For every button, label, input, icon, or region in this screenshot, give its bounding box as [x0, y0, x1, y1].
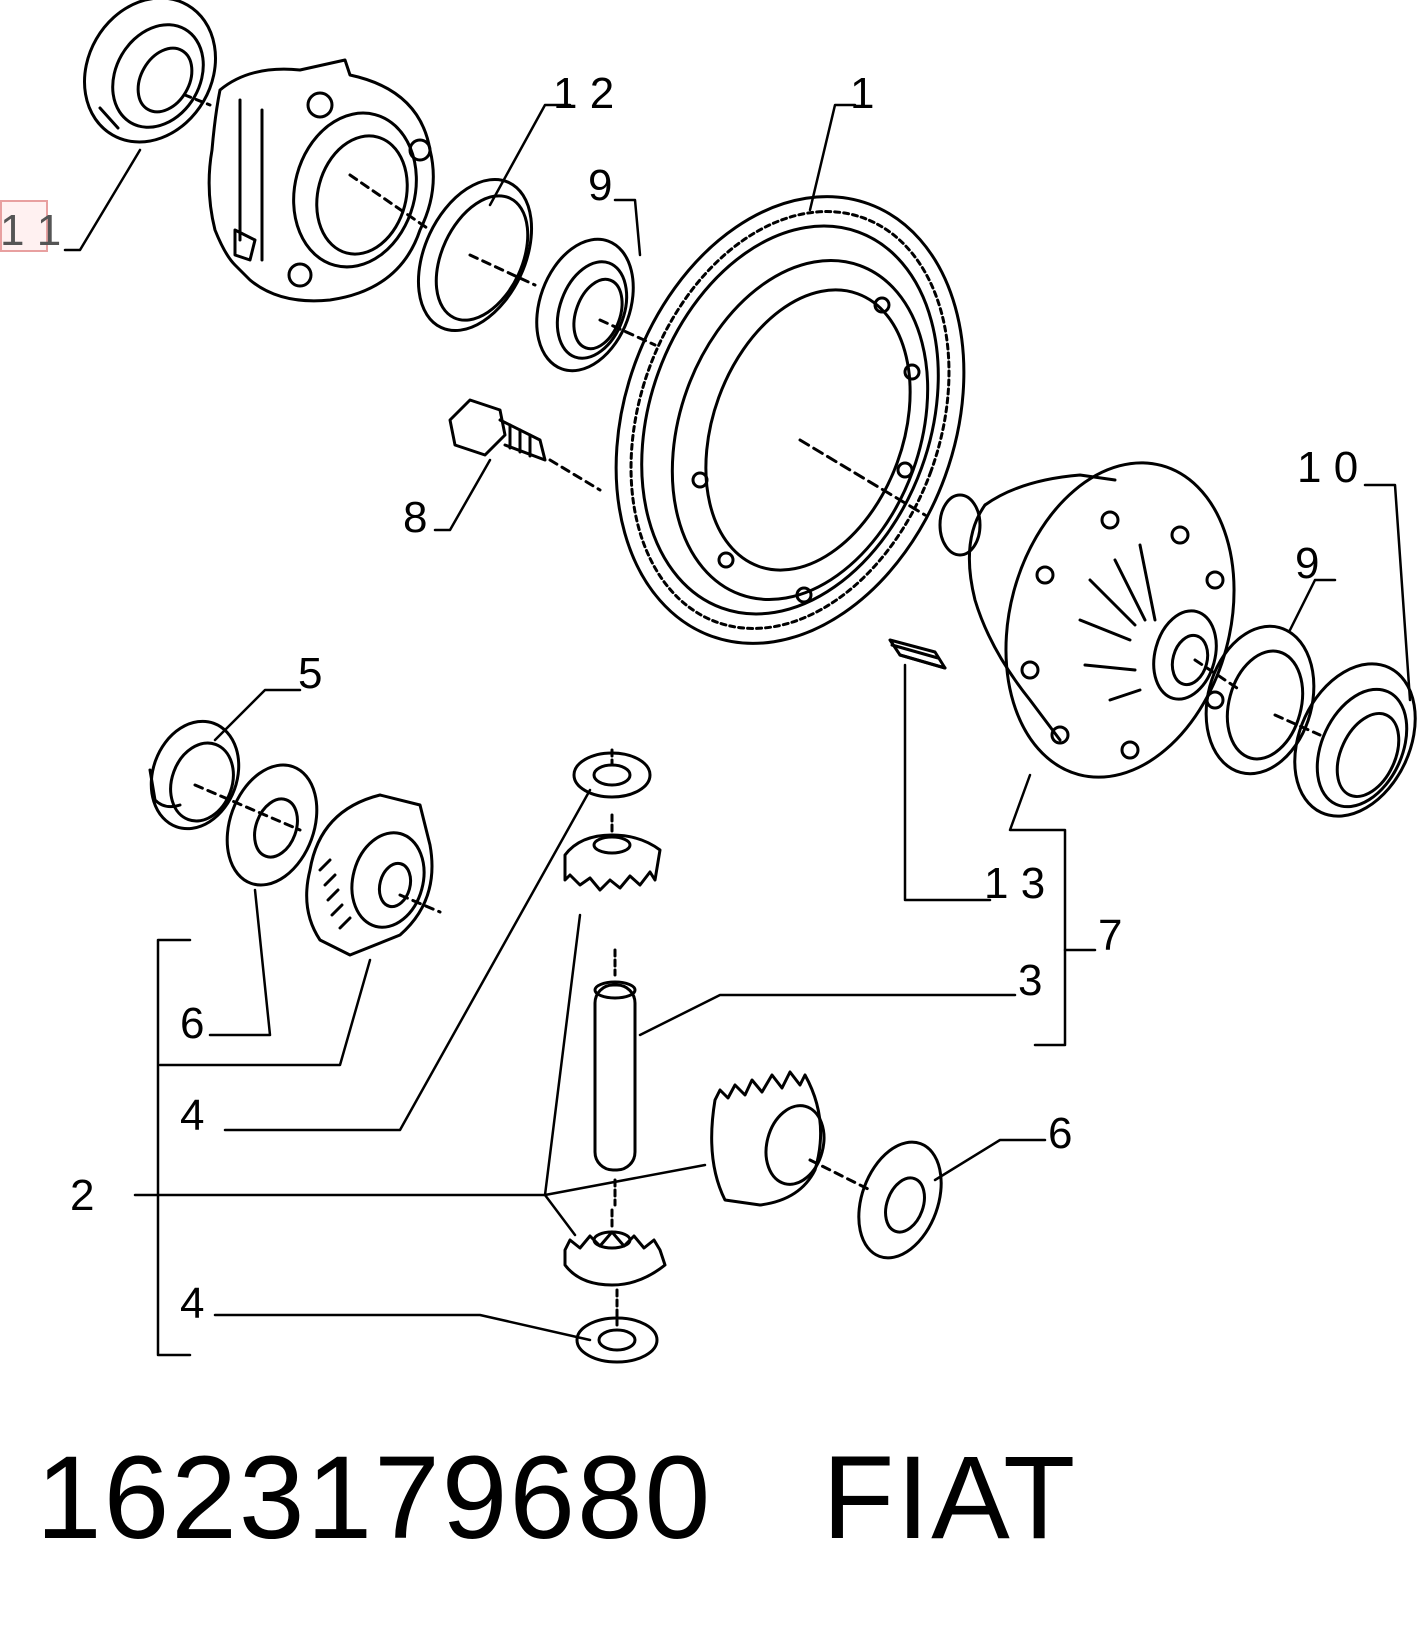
- part-6-washer-left: [193, 763, 319, 887]
- leader-lines: [63, 103, 1412, 1357]
- part-6-washer-right: [857, 1140, 943, 1260]
- callout-7: 7: [1098, 911, 1122, 960]
- part-3-cross-shaft: [593, 948, 637, 1207]
- part-number: 1623179680: [36, 1432, 713, 1564]
- brand-name: FIAT: [822, 1432, 1078, 1564]
- callout-6-left: 6: [180, 999, 204, 1048]
- callout-11: 1 1: [0, 206, 61, 255]
- callout-9-lower: 9: [1295, 539, 1319, 588]
- callout-labels: 1 1 2 9 1 1 8 1 0 9 5 1 3 7 3 6 4 6 2 4: [0, 69, 1358, 1328]
- callout-9-upper: 9: [588, 161, 612, 210]
- part-planet-gear-lower: [563, 1208, 667, 1287]
- highlight-box: [0, 200, 48, 252]
- callout-4-upper: 4: [180, 1091, 204, 1140]
- part-12-seal: [416, 177, 537, 333]
- footer-caption: 1623179680 FIAT: [36, 1430, 1077, 1566]
- callout-2: 2: [70, 1171, 94, 1220]
- callout-3: 3: [1018, 956, 1042, 1005]
- callout-12: 1 2: [553, 69, 614, 118]
- callout-5: 5: [298, 649, 322, 698]
- part-10-roller-bearing: [1293, 662, 1417, 818]
- callout-13: 1 3: [984, 859, 1045, 908]
- part-planet-washer-lower: [575, 1288, 659, 1364]
- part-8-bolt: [448, 398, 602, 492]
- part-9-bearing-upper: [535, 237, 657, 373]
- part-planet-gear-upper: [563, 813, 662, 892]
- callout-1: 1: [850, 69, 874, 118]
- part-13-pin: [888, 638, 947, 670]
- part-11-bearing: [83, 0, 217, 144]
- callout-6-right: 6: [1048, 1109, 1072, 1158]
- part-4-side-gear-upper: [305, 793, 442, 957]
- part-planet-washer-upper: [572, 748, 652, 799]
- part-9-bearing-lower: [1193, 624, 1322, 776]
- part-4-side-gear-lower: [710, 1070, 872, 1207]
- part-1-ring-gear: [614, 195, 966, 645]
- part-7-diff-housing: [938, 461, 1236, 779]
- callout-8: 8: [403, 493, 427, 542]
- part-5-bearing: [148, 719, 241, 831]
- callout-4-lower: 4: [180, 1279, 204, 1328]
- callout-10: 1 0: [1297, 443, 1358, 492]
- part-housing-flange: [207, 58, 435, 303]
